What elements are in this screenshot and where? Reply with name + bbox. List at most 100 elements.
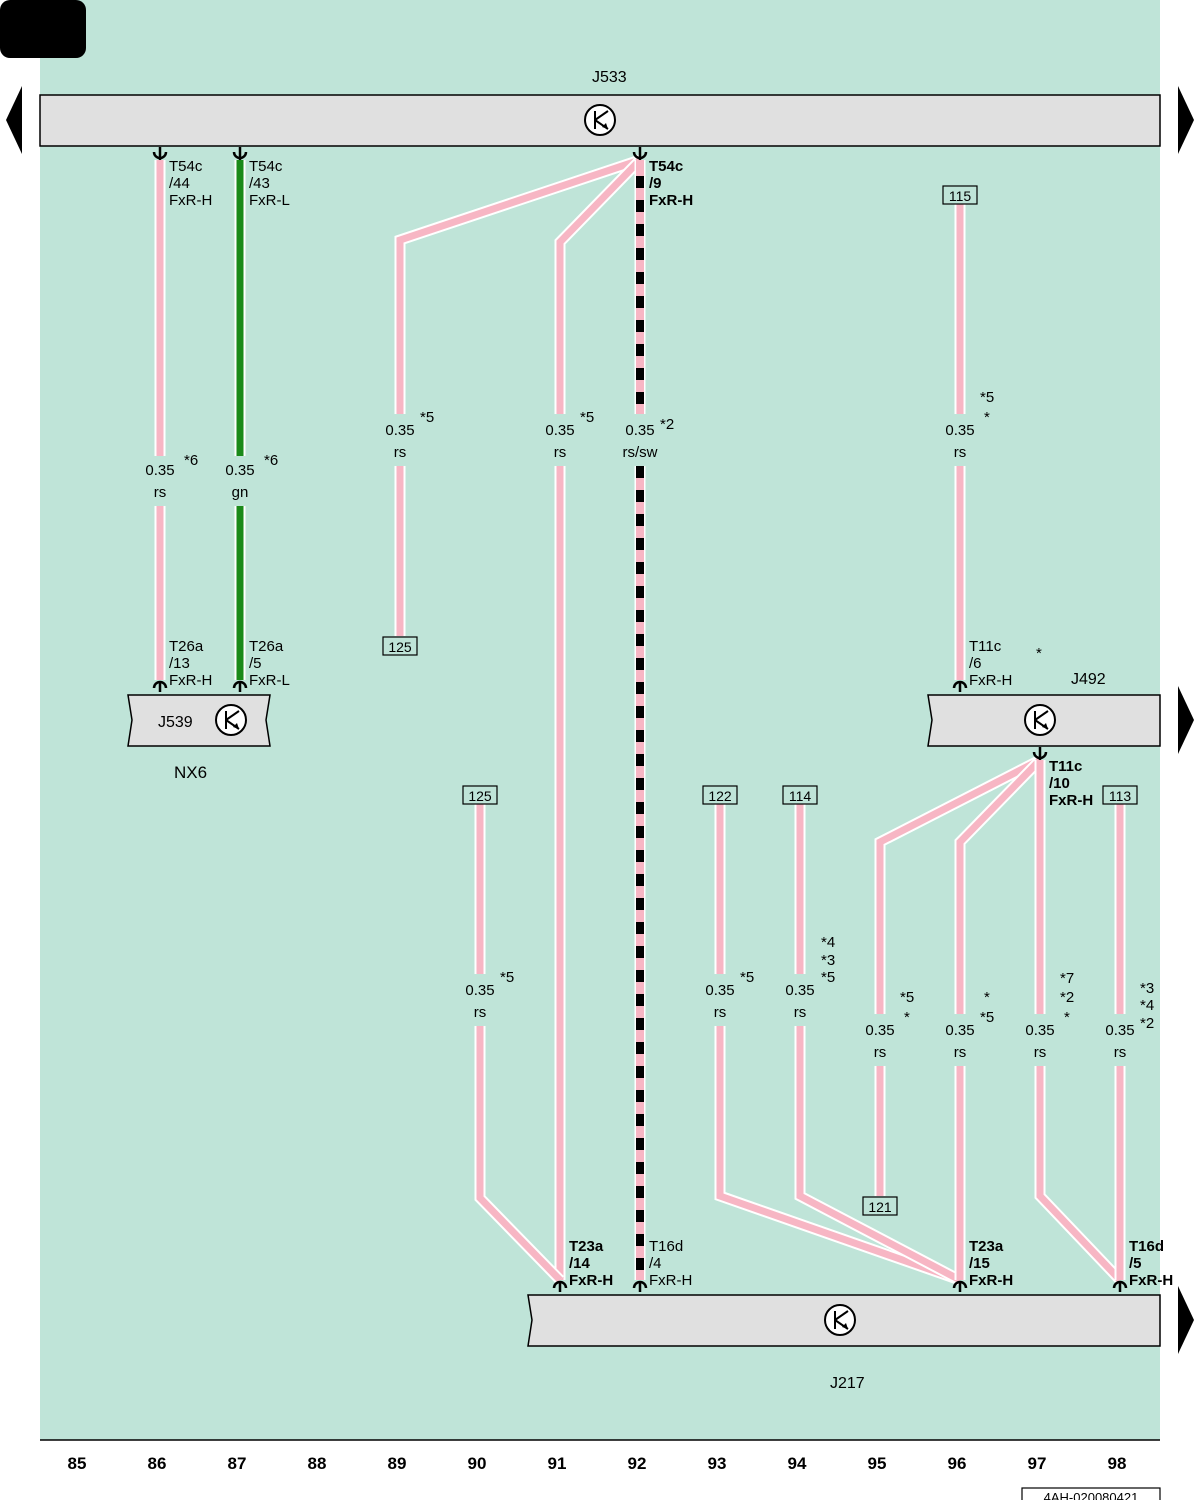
svg-text:/5: /5 (1129, 1255, 1142, 1272)
j533-label: J533 (592, 69, 627, 86)
next-page-arrow[interactable] (1178, 86, 1194, 154)
svg-text:FxR-L: FxR-L (249, 672, 290, 689)
doc-id: 4AH-020080421 (1021, 1487, 1161, 1500)
svg-text:FxR-H: FxR-H (169, 672, 212, 689)
next-page-arrow-j217[interactable] (1178, 1286, 1194, 1354)
svg-text:rs: rs (874, 1044, 887, 1061)
svg-text:rs: rs (474, 1004, 487, 1021)
svg-text:*: * (904, 1009, 910, 1026)
svg-text:rs: rs (154, 484, 167, 501)
svg-text:*5: *5 (980, 1009, 994, 1026)
svg-text:114: 114 (789, 788, 812, 804)
svg-text:/44: /44 (169, 175, 190, 192)
svg-text:4AH-020080421: 4AH-020080421 (1044, 1490, 1139, 1500)
svg-text:FxR-L: FxR-L (249, 192, 290, 209)
svg-text:0.35: 0.35 (625, 422, 654, 439)
svg-text:rs: rs (954, 1044, 967, 1061)
svg-text:rs/sw: rs/sw (623, 444, 658, 461)
svg-text:*2: *2 (1140, 1015, 1154, 1032)
svg-text:T26a: T26a (169, 638, 204, 655)
svg-text:FxR-H: FxR-H (649, 192, 693, 209)
j492-component: J492 (927, 671, 1161, 747)
ref-box-113[interactable]: 113 (1102, 785, 1138, 805)
svg-text:*: * (1064, 1009, 1070, 1026)
svg-text:*5: *5 (500, 969, 514, 986)
svg-text:0.35: 0.35 (1025, 1022, 1054, 1039)
svg-text:FxR-H: FxR-H (649, 1272, 692, 1289)
column-number: 85 (68, 1454, 87, 1473)
svg-text:0.35: 0.35 (865, 1022, 894, 1039)
wire-96 (954, 756, 1044, 1280)
wire-89 (394, 154, 642, 636)
ref-box-115[interactable]: 115 (942, 185, 978, 205)
column-number: 87 (228, 1454, 247, 1473)
svg-text:0.35: 0.35 (945, 1022, 974, 1039)
wire-label-90: 0.35 rs *5 (465, 969, 514, 1021)
svg-text:0.35: 0.35 (465, 982, 494, 999)
j492-label: J492 (1071, 671, 1106, 688)
column-number: 92 (628, 1454, 647, 1473)
j217-label: J217 (830, 1375, 865, 1392)
j539-component: J539 (127, 694, 271, 747)
column-number: 86 (148, 1454, 167, 1473)
column-number: 96 (948, 1454, 967, 1473)
column-number: 90 (468, 1454, 487, 1473)
svg-text:rs: rs (714, 1004, 727, 1021)
ref-box-122[interactable]: 122 (702, 785, 738, 805)
svg-text:*2: *2 (660, 416, 674, 433)
svg-text:gn: gn (232, 484, 249, 501)
svg-text:rs: rs (954, 444, 967, 461)
wire-91 (554, 156, 644, 1280)
ref-box-125[interactable]: 125 (382, 636, 418, 656)
prev-page-arrow[interactable] (6, 86, 22, 154)
j217-component: J217 (527, 1294, 1161, 1392)
svg-text:0.35: 0.35 (385, 422, 414, 439)
svg-text:121: 121 (868, 1199, 892, 1215)
svg-text:0.35: 0.35 (1105, 1022, 1134, 1039)
ref-box-125[interactable]: 125 (462, 785, 498, 805)
svg-text:FxR-H: FxR-H (1049, 792, 1093, 809)
j539-label: J539 (158, 714, 193, 731)
svg-text:/4: /4 (649, 1255, 662, 1272)
svg-text:*: * (984, 989, 990, 1006)
svg-text:rs: rs (794, 1004, 807, 1021)
column-number: 88 (308, 1454, 327, 1473)
svg-text:FxR-H: FxR-H (969, 672, 1012, 689)
svg-text:/43: /43 (249, 175, 270, 192)
column-number: 97 (1028, 1454, 1047, 1473)
column-number: 98 (1108, 1454, 1127, 1473)
svg-text:rs: rs (1034, 1044, 1047, 1061)
svg-text:T16d: T16d (649, 1238, 683, 1255)
svg-text:rs: rs (394, 444, 407, 461)
svg-text:*5: *5 (980, 389, 994, 406)
ref-box-114[interactable]: 114 (782, 785, 818, 805)
svg-text:*5: *5 (420, 409, 434, 426)
svg-text:*7: *7 (1060, 970, 1074, 987)
svg-text:T54c: T54c (169, 158, 203, 175)
svg-text:/5: /5 (249, 655, 262, 672)
svg-text:FxR-H: FxR-H (969, 1272, 1013, 1289)
wire-94 (794, 804, 963, 1285)
ref-box-121[interactable]: 121 (862, 1196, 898, 1216)
next-page-arrow-j492[interactable] (1178, 686, 1194, 754)
svg-text:FxR-H: FxR-H (169, 192, 212, 209)
svg-text:T54c: T54c (649, 158, 683, 175)
svg-text:/9: /9 (649, 175, 662, 192)
svg-text:/10: /10 (1049, 775, 1070, 792)
svg-text:T54c: T54c (249, 158, 283, 175)
svg-text:*3: *3 (1140, 980, 1154, 997)
wire-label-89: 0.35 rs *5 (385, 409, 434, 461)
